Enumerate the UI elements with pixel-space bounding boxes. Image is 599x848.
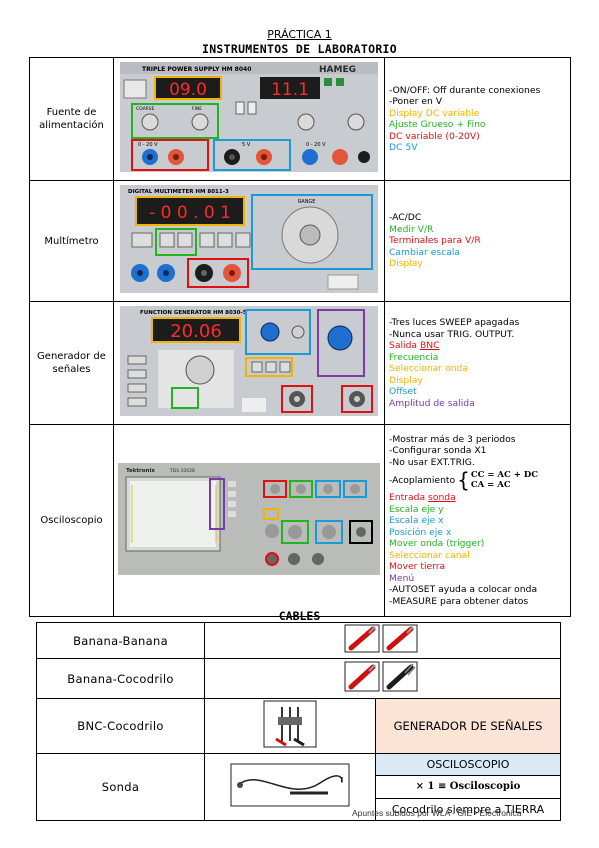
note-line: -No usar EXT.TRIG. xyxy=(389,456,475,468)
coupling-formula: CC = AC + DC xyxy=(470,470,538,481)
note-line: Display DC variable xyxy=(389,107,480,119)
note-line: Medir V/R xyxy=(389,223,434,235)
power-supply-illustration: TRIPLE POWER SUPPLY HM 8040 HAMEG 09.0 1… xyxy=(120,62,378,172)
note-line: -Poner en V xyxy=(389,96,443,107)
note-line: -MEASURE para obtener datos xyxy=(389,595,529,607)
note-line: Seleccionar canal xyxy=(389,549,470,561)
note-line: Escala eje y xyxy=(389,503,444,515)
banana-crocodile-cables-icon xyxy=(344,661,418,692)
instruments-table: Fuente de alimentación TRIPLE POWER SUPP… xyxy=(29,57,571,617)
svg-text:COARSE: COARSE xyxy=(136,106,155,112)
note-line: Offset xyxy=(389,386,417,397)
signal-generator-illustration: FUNCTION GENERATOR HM 8030-5 20.06 xyxy=(120,306,378,416)
cable-note-generator: GENERADOR DE SEÑALES xyxy=(375,698,561,754)
note-line: -Configurar sonda X1 xyxy=(389,445,487,457)
cable-photo xyxy=(204,753,376,821)
brand-logo: Tektronix xyxy=(126,468,155,474)
instrument-name: Osciloscopio xyxy=(29,424,114,617)
instrument-row-multimeter: Multímetro DIGITAL MULTIMETER HM 8011-3 … xyxy=(29,180,571,302)
note-line: Seleccionar onda xyxy=(389,363,469,374)
instrument-row-signal-generator: Generador de señales FUNCTION GENERATOR … xyxy=(29,301,571,425)
note-line: Mover tierra xyxy=(389,561,446,573)
note-line: Entrada sonda xyxy=(389,492,456,504)
device-model-label: FUNCTION GENERATOR HM 8030-5 xyxy=(140,310,247,316)
cable-row: Banana-Cocodrilo xyxy=(36,658,561,699)
note-line: -Mostrar más de 3 periodos xyxy=(389,433,516,445)
oscilloscope-photo: Tektronix TDS 1002B xyxy=(113,424,385,617)
cable-photo xyxy=(204,698,376,754)
cable-name: Banana-Cocodrilo xyxy=(36,658,205,699)
svg-text:0 - 20 V: 0 - 20 V xyxy=(138,142,158,148)
cable-row: Sonda OSCILOSCOPIO × 1 ≡ Osciloscopio Co… xyxy=(36,753,561,821)
brand-logo: HAMEG xyxy=(319,65,356,75)
device-model-label: TRIPLE POWER SUPPLY HM 8040 xyxy=(142,66,251,73)
device-model-label: DIGITAL MULTIMETER HM 8011-3 xyxy=(128,189,229,195)
cable-name: Sonda xyxy=(36,753,205,821)
note-line: Posición eje x xyxy=(389,526,452,538)
note-line: -ON/OFF: Off durante conexiones xyxy=(389,84,541,96)
note-line: Mover onda (trigger) xyxy=(389,538,485,550)
probe-note-x1: × 1 ≡ Osciloscopio xyxy=(376,776,560,799)
instrument-row-oscilloscope: Osciloscopio Tektronix TDS 1002B xyxy=(29,424,571,617)
display: - 0 0 . 0 1 xyxy=(149,203,231,223)
note-line: Frecuencia xyxy=(389,351,439,363)
instrument-row-power-supply: Fuente de alimentación TRIPLE POWER SUPP… xyxy=(29,57,571,181)
instrument-name: Generador de señales xyxy=(29,301,114,425)
practice-label: PRÁCTICA 1 xyxy=(267,28,332,41)
note-line: -AUTOSET ayuda a colocar onda xyxy=(389,584,538,596)
coupling-formula: CA = AC xyxy=(470,480,511,491)
note-line: Cambiar escala xyxy=(389,246,461,258)
power-supply-photo: TRIPLE POWER SUPPLY HM 8040 HAMEG 09.0 1… xyxy=(113,57,385,181)
cable-row: Banana-Banana xyxy=(36,622,561,659)
note-line: Amplitud de salida xyxy=(389,397,475,409)
svg-text:5 V: 5 V xyxy=(242,142,251,148)
multimeter-illustration: DIGITAL MULTIMETER HM 8011-3 - 0 0 . 0 1… xyxy=(120,185,378,293)
cable-name: BNC-Cocodrilo xyxy=(36,698,205,754)
note-line: Salida BNC xyxy=(389,340,440,351)
instrument-name: Multímetro xyxy=(29,180,114,302)
device-model-label: TDS 1002B xyxy=(169,468,195,474)
probe-cable-icon xyxy=(230,763,350,807)
bnc-crocodile-cable-icon xyxy=(263,700,317,748)
power-supply-notes: -ON/OFF: Off durante conexiones-Poner en… xyxy=(384,57,571,181)
banana-banana-cables-icon xyxy=(344,624,418,653)
cable-name: Banana-Banana xyxy=(36,622,205,659)
svg-text:0 - 20 V: 0 - 20 V xyxy=(306,142,326,148)
multimeter-photo: DIGITAL MULTIMETER HM 8011-3 - 0 0 . 0 1… xyxy=(113,180,385,302)
note-line: Display xyxy=(389,374,423,386)
display-left: 09.0 xyxy=(169,80,207,100)
probe-notes: OSCILOSCOPIO × 1 ≡ Osciloscopio Cocodril… xyxy=(375,753,561,821)
svg-text:FINE: FINE xyxy=(192,106,202,112)
oscilloscope-notes: -Mostrar más de 3 periodos-Configurar so… xyxy=(384,424,571,617)
cable-photo xyxy=(204,622,561,659)
display: 20.06 xyxy=(170,321,222,342)
note-line: DC 5V xyxy=(389,142,418,153)
cable-row: BNC-Cocodrilo GENERADOR DE SEÑALES xyxy=(36,698,561,754)
note-line: -Nunca usar TRIG. OUTPUT. xyxy=(389,328,515,340)
svg-text:RANGE: RANGE xyxy=(298,199,315,205)
display-right: 11.1 xyxy=(271,80,309,100)
cables-table: Banana-Banana Banana-Cocodrilo xyxy=(36,622,561,821)
watermark: Apuntes subidos por WLA - GIE - Electron… xyxy=(352,808,522,818)
instrument-name: Fuente de alimentación xyxy=(29,57,114,181)
note-line: Terminales para V/R xyxy=(389,235,481,247)
cable-photo xyxy=(204,658,561,699)
signal-generator-notes: -Tres luces SWEEP apagadas-Nunca usar TR… xyxy=(384,301,571,425)
note-line: Ajuste Grueso + Fino xyxy=(389,119,486,130)
note-line: Menú xyxy=(389,572,415,584)
note-line: -AC/DC xyxy=(389,212,422,224)
signal-generator-photo: FUNCTION GENERATOR HM 8030-5 20.06 xyxy=(113,301,385,425)
note-line: -Tres luces SWEEP apagadas xyxy=(389,317,520,328)
note-line: DC variable (0-20V) xyxy=(389,130,480,142)
page-title: INSTRUMENTOS DE LABORATORIO xyxy=(201,42,398,56)
probe-note-oscilloscope: OSCILOSCOPIO xyxy=(376,754,560,776)
cables-title: CABLES xyxy=(278,609,321,623)
oscilloscope-illustration: Tektronix TDS 1002B xyxy=(118,463,380,575)
note-line: Display xyxy=(389,258,423,270)
note-line: Escala eje x xyxy=(389,515,444,527)
probe-note-ground: Cocodrilo siempre a TIERRA xyxy=(391,803,545,816)
